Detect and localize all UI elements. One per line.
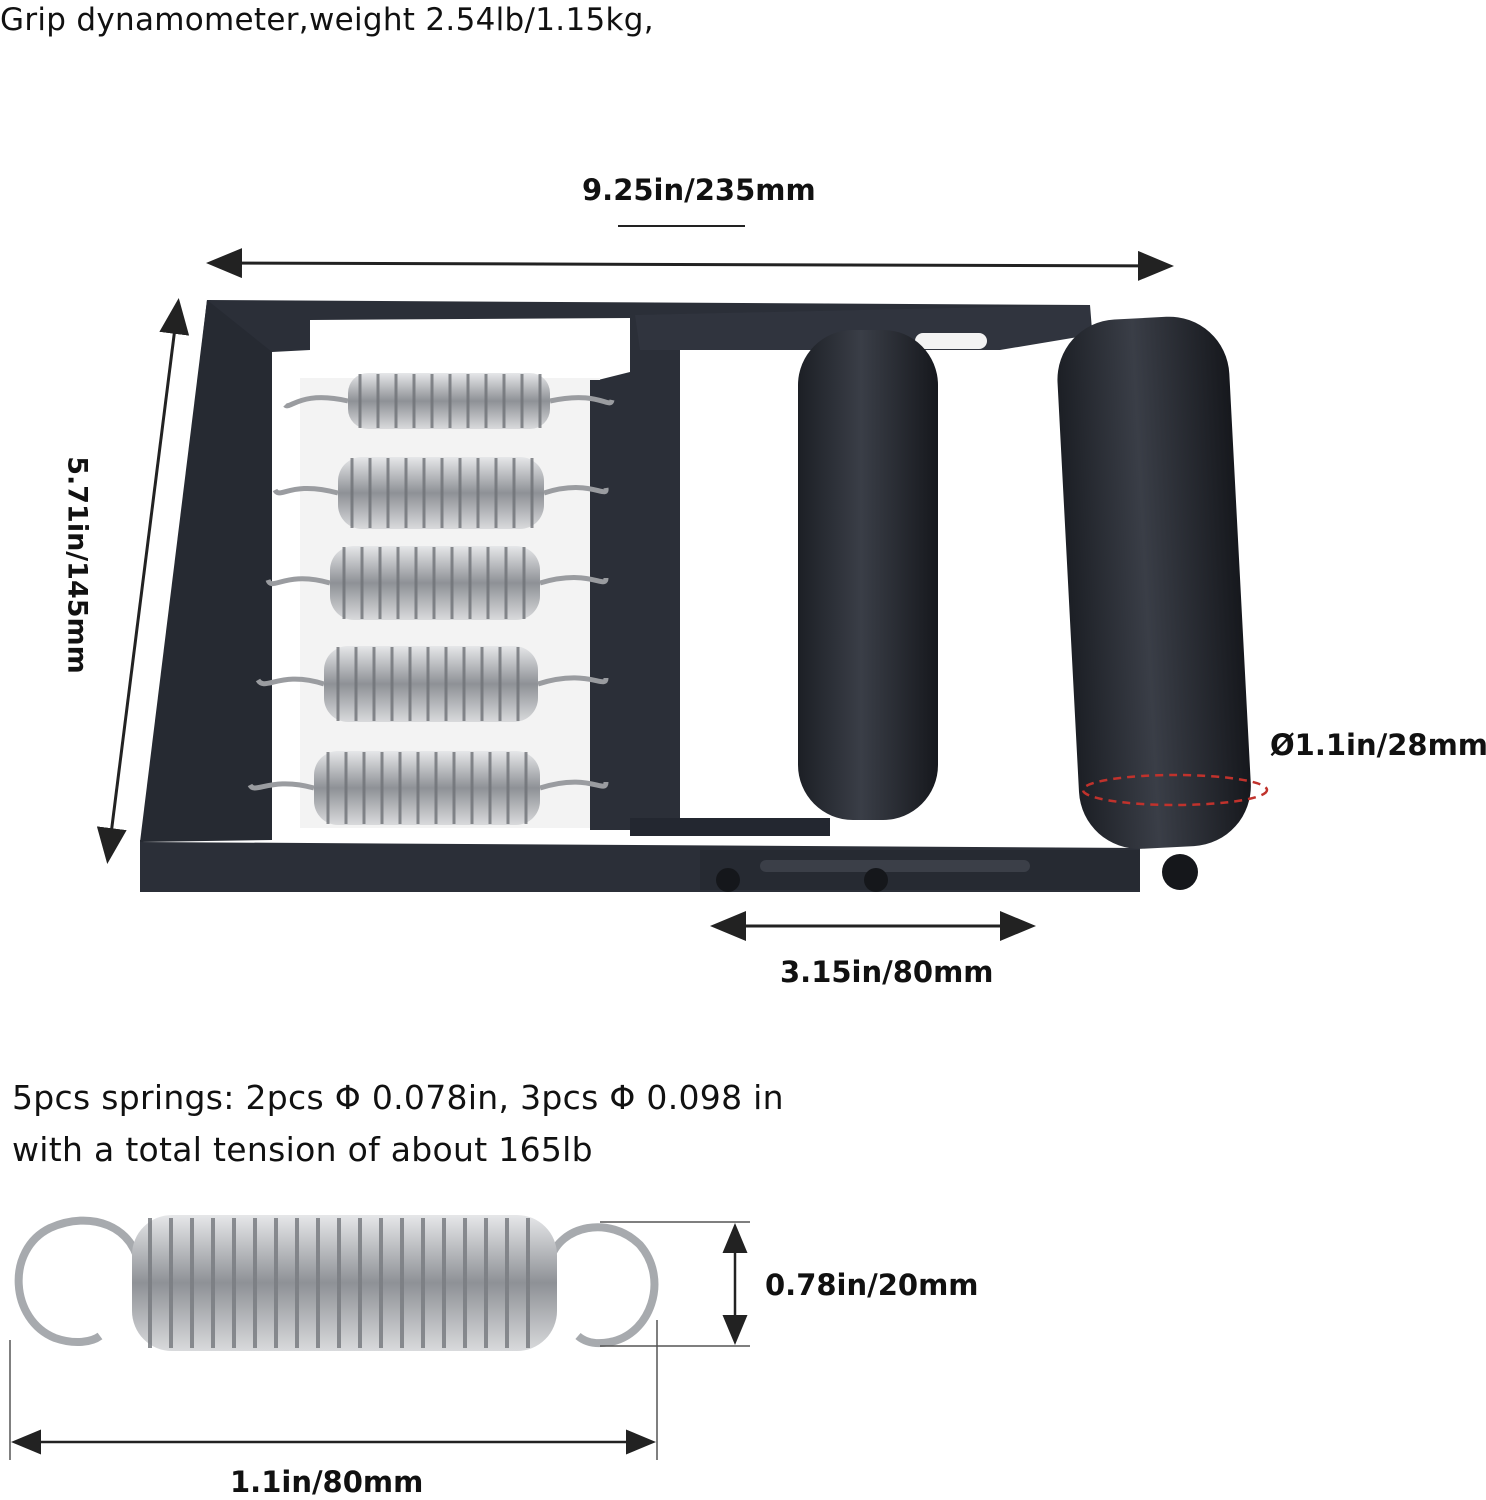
frame-spring-4 bbox=[255, 646, 609, 722]
frame bbox=[140, 300, 1198, 892]
springs-note-line1: 5pcs springs: 2pcs Φ 0.078in, 3pcs Φ 0.0… bbox=[12, 1078, 784, 1117]
springs-in-frame bbox=[247, 373, 615, 825]
springs-note-line2: with a total tension of about 165lb bbox=[12, 1130, 593, 1169]
diameter-symbol: Ø bbox=[1270, 728, 1295, 762]
spring-length-label: 1.1in/80mm bbox=[230, 1465, 424, 1499]
height-arrow bbox=[96, 298, 190, 864]
roller-diameter-value: 1.1in/28mm bbox=[1294, 728, 1486, 762]
roller-diameter-marker bbox=[1081, 773, 1269, 807]
roller-diameter-label: Ø1.1in/28mm bbox=[1270, 728, 1486, 762]
roller-outer bbox=[1057, 316, 1251, 849]
detail-spring bbox=[14, 1215, 659, 1351]
width-dimension-label: 9.25in/235mm bbox=[582, 173, 816, 207]
grip-window bbox=[686, 385, 798, 815]
frame-spring-5 bbox=[247, 751, 609, 825]
spring-diameter-label: 0.78in/20mm bbox=[765, 1268, 979, 1302]
roller-inner bbox=[798, 330, 938, 820]
width-arrow bbox=[206, 248, 1174, 281]
product-title: Grip dynamometer,weight 2.54lb/1.15kg, bbox=[0, 2, 654, 38]
slot-length-label: 3.15in/80mm bbox=[780, 955, 994, 989]
